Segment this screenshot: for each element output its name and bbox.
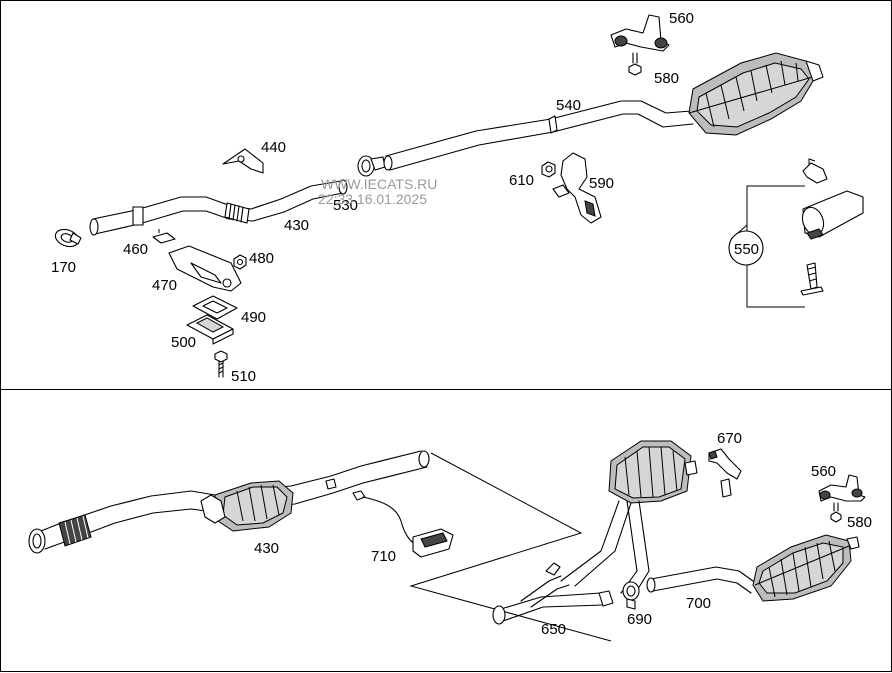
- assembly-guide-lines: [409, 452, 612, 642]
- label-490: 490: [241, 309, 266, 326]
- label-710: 710: [371, 548, 396, 565]
- watermark-site: WWW.IECATS.RU: [321, 176, 437, 192]
- part-480-nut: [233, 254, 247, 270]
- label-590: 590: [589, 175, 614, 192]
- part-530-clamp: [357, 155, 386, 177]
- part-560-hanger: [610, 14, 670, 52]
- label-650: 650: [541, 621, 566, 638]
- label-540: 540: [556, 97, 581, 114]
- part-580-bolt-bottom: [830, 502, 842, 523]
- part-490-gasket: [192, 295, 238, 320]
- label-510: 510: [231, 368, 256, 385]
- label-500: 500: [171, 334, 196, 351]
- part-rear-muffler: [688, 52, 824, 136]
- part-650-y-pipe: [492, 562, 614, 625]
- label-670: 670: [717, 430, 742, 447]
- part-rear-muffler-bottom: [752, 534, 860, 602]
- label-610: 610: [509, 172, 534, 189]
- label-580-top: 580: [654, 70, 679, 87]
- part-580-bolt: [628, 52, 642, 76]
- label-690: 690: [627, 611, 652, 628]
- part-170-clamp: [54, 228, 82, 248]
- part-460-bracket: [152, 229, 176, 244]
- label-530: 530: [333, 197, 358, 214]
- part-710-oxygen-sensor: [352, 490, 454, 558]
- label-440: 440: [261, 139, 286, 156]
- part-430-catalyst-pipe: [28, 450, 430, 554]
- bottom-exhaust-assembly: [28, 440, 866, 642]
- top-exhaust-assembly: [54, 14, 864, 378]
- label-430-bottom: 430: [254, 540, 279, 557]
- part-500-rubber-mount: [186, 314, 234, 345]
- label-700: 700: [686, 595, 711, 612]
- part-700-pipe: [646, 566, 754, 594]
- label-560-bottom: 560: [811, 463, 836, 480]
- part-center-muffler: [560, 440, 698, 598]
- label-560-top: 560: [669, 10, 694, 27]
- label-480: 480: [249, 250, 274, 267]
- part-550-group: [728, 158, 864, 308]
- watermark-timestamp: 22:33 16.01.2025: [318, 191, 427, 207]
- label-470: 470: [152, 277, 177, 294]
- label-580-bottom: 580: [847, 514, 872, 531]
- part-440-bracket: [222, 148, 264, 174]
- part-690-clamp: [622, 581, 640, 610]
- part-670-hanger: [708, 448, 742, 498]
- label-430-top: 430: [284, 217, 309, 234]
- part-560-hanger-bottom: [818, 474, 866, 502]
- panel-divider: [1, 389, 892, 390]
- label-170: 170: [51, 259, 76, 276]
- part-470-hanger: [168, 245, 242, 292]
- label-460: 460: [123, 241, 148, 258]
- part-610-nut: [541, 161, 556, 178]
- part-510-bolt: [214, 350, 228, 378]
- part-590-bracket: [552, 152, 602, 224]
- part-540-intermediate-pipe: [383, 100, 694, 171]
- part-430-front-pipe: [89, 179, 348, 236]
- label-550: 550: [734, 241, 759, 258]
